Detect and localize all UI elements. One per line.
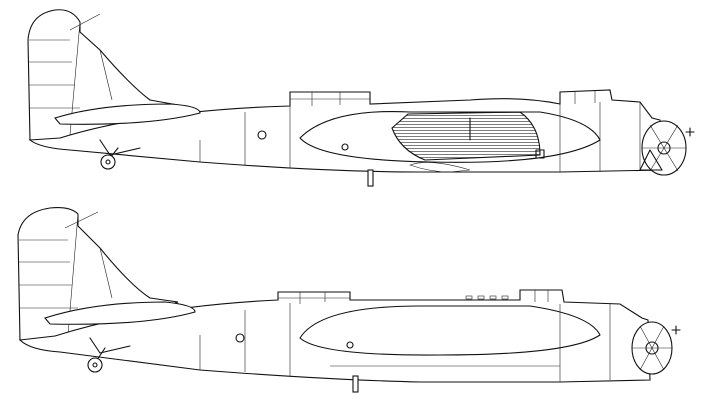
horizontal-stabilizer	[54, 103, 201, 125]
nose-propeller	[639, 120, 695, 176]
window-port	[257, 130, 267, 140]
horizontal-stabilizer	[44, 301, 196, 325]
ventral-glazing	[391, 111, 541, 161]
window-port	[235, 333, 245, 343]
fin-panel-lines	[19, 211, 113, 336]
tail-wheel	[100, 147, 119, 170]
upper-vents	[465, 295, 509, 300]
nose-propeller	[631, 321, 681, 375]
fin-panel-lines	[29, 13, 113, 136]
window-port	[341, 143, 349, 151]
canopy-frames	[199, 290, 611, 382]
main-gear-leg	[352, 375, 359, 393]
tail-strut	[89, 337, 131, 354]
canopy-frames	[199, 91, 641, 173]
window-port	[346, 341, 354, 349]
main-gear-leg	[367, 169, 374, 187]
aircraft-profile-lower	[17, 207, 681, 393]
wing-root-fairing	[299, 111, 601, 163]
access-panel	[535, 149, 545, 159]
tail-wheel	[87, 347, 106, 373]
wing-root-fairing	[299, 305, 601, 356]
aircraft-profile-upper	[27, 9, 695, 187]
